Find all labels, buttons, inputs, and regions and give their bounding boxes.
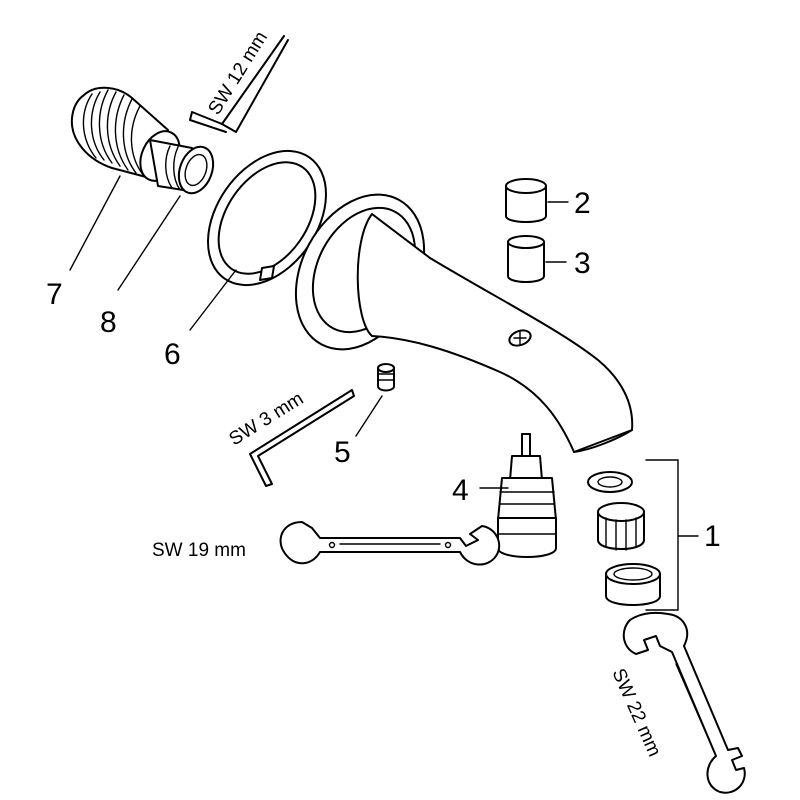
- part-1-bracket: [645, 459, 699, 611]
- hex-key-3mm: [249, 389, 355, 487]
- part-1-aerator: [587, 471, 661, 606]
- leader-5: [355, 395, 383, 437]
- part-8-threaded-nipple: [149, 139, 215, 195]
- label-part-4: 4: [452, 474, 469, 507]
- leader-6: [189, 269, 237, 331]
- label-sw-19mm: SW 19 mm: [152, 540, 246, 561]
- wrench-19mm: [279, 521, 501, 566]
- part-3-sleeve: [507, 235, 545, 283]
- label-part-8: 8: [100, 306, 117, 339]
- label-sw-3mm: SW 3 mm: [226, 388, 308, 450]
- label-part-6: 6: [164, 338, 181, 371]
- label-sw-22mm: SW 22 mm: [607, 665, 664, 759]
- wrench-22mm: [622, 611, 746, 794]
- part-2-cap: [505, 178, 547, 223]
- leader-8: [117, 195, 181, 291]
- label-sw-12mm: SW 12 mm: [204, 28, 272, 119]
- hex-key-12mm: [189, 35, 289, 133]
- leader-lines: [69, 175, 569, 489]
- label-part-5: 5: [334, 436, 351, 469]
- leader-7: [69, 175, 121, 271]
- label-part-2: 2: [574, 187, 591, 220]
- spout-body: [294, 193, 634, 453]
- label-part-3: 3: [574, 247, 591, 280]
- label-part-1: 1: [704, 520, 721, 553]
- label-part-7: 7: [46, 278, 63, 311]
- part-5-set-screw: [377, 363, 395, 392]
- part-4-cartridge: [497, 433, 557, 558]
